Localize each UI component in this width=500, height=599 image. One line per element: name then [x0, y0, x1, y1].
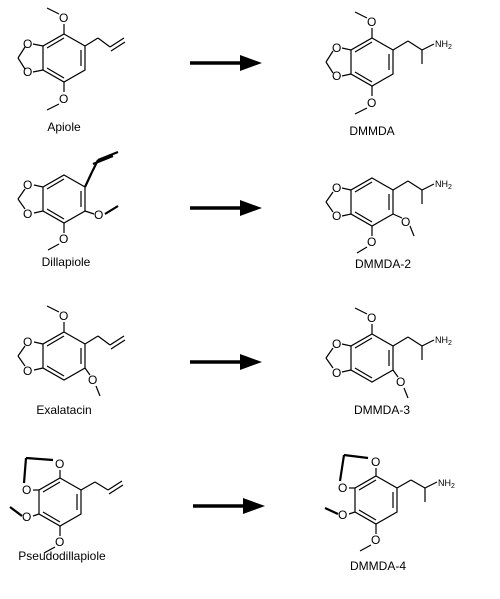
reaction-arrow [190, 354, 262, 370]
oxygen-atom: O [23, 335, 32, 349]
oxygen-atom: O [332, 69, 341, 83]
pseudodillapiole-structure: O O O O [9, 456, 124, 554]
oxygen-atom: O [23, 37, 32, 51]
dmmda-2-structure: O O NH2 O O [325, 177, 452, 254]
reaction-row-3: O O O O Exalatacin [17, 305, 452, 417]
reactant-label-dillapiole: Dillapiole [42, 255, 91, 269]
oxygen-atom: O [332, 41, 341, 55]
reactant-label-apiole: Apiole [47, 120, 81, 134]
oxygen-atom: O [332, 337, 341, 351]
amine-label: NH2 [435, 179, 452, 191]
oxygen-atom: O [55, 457, 64, 471]
reactant-label-exalatacin: Exalatacin [36, 403, 91, 417]
oxygen-atom: O [367, 15, 376, 29]
oxygen-atom: O [401, 215, 410, 229]
reaction-row-4: O O O O Pseudodillapiole [9, 453, 455, 573]
product-label-dmmda-4: DMMDA-4 [350, 559, 406, 573]
oxygen-atom: O [367, 235, 376, 249]
oxygen-atom: O [371, 533, 380, 547]
oxygen-atom: O [23, 207, 32, 221]
oxygen-atom: O [59, 309, 68, 323]
amine-label: NH2 [438, 478, 455, 490]
amine-label: NH2 [435, 39, 452, 51]
dillapiole-structure: O O O O [17, 150, 119, 251]
oxygen-atom: O [371, 455, 380, 469]
reaction-row-1: O O O O Apiole [17, 7, 452, 138]
oxygen-atom: O [59, 92, 68, 106]
reaction-arrow [190, 55, 262, 71]
reactant-label-pseudodillapiole: Pseudodillapiole [18, 549, 106, 563]
oxygen-atom: O [332, 181, 341, 195]
amine-label: NH2 [435, 335, 452, 347]
oxygen-atom: O [396, 375, 405, 389]
oxygen-atom: O [59, 232, 68, 246]
oxygen-atom: O [94, 208, 103, 222]
dmmda-structure: O O O O NH2 [325, 11, 452, 115]
oxygen-atom: O [88, 373, 97, 387]
product-label-dmmda-2: DMMDA-2 [355, 257, 411, 271]
oxygen-atom: O [55, 535, 64, 549]
oxygen-atom: O [23, 65, 32, 79]
oxygen-atom: O [367, 311, 376, 325]
oxygen-atom: O [332, 209, 341, 223]
dmmda-3-structure: O O O NH2 O [325, 307, 452, 399]
oxygen-atom: O [338, 481, 347, 495]
exalatacin-structure: O O O O [17, 305, 126, 397]
oxygen-atom: O [22, 510, 31, 524]
oxygen-atom: O [367, 96, 376, 110]
oxygen-atom: O [338, 508, 347, 522]
dmmda-4-structure: O O O O NH2 [324, 453, 455, 552]
oxygen-atom: O [59, 11, 68, 25]
product-label-dmmda-3: DMMDA-3 [354, 403, 410, 417]
oxygen-atom: O [23, 178, 32, 192]
oxygen-atom: O [22, 483, 31, 497]
reaction-arrow [190, 200, 262, 216]
oxygen-atom: O [23, 364, 32, 378]
apiole-structure: O O O O [17, 7, 126, 111]
reaction-row-2: O O O O Dillapiole [17, 150, 452, 271]
oxygen-atom: O [332, 366, 341, 380]
reaction-arrow [193, 498, 265, 514]
product-label-dmmda: DMMDA [349, 124, 394, 138]
